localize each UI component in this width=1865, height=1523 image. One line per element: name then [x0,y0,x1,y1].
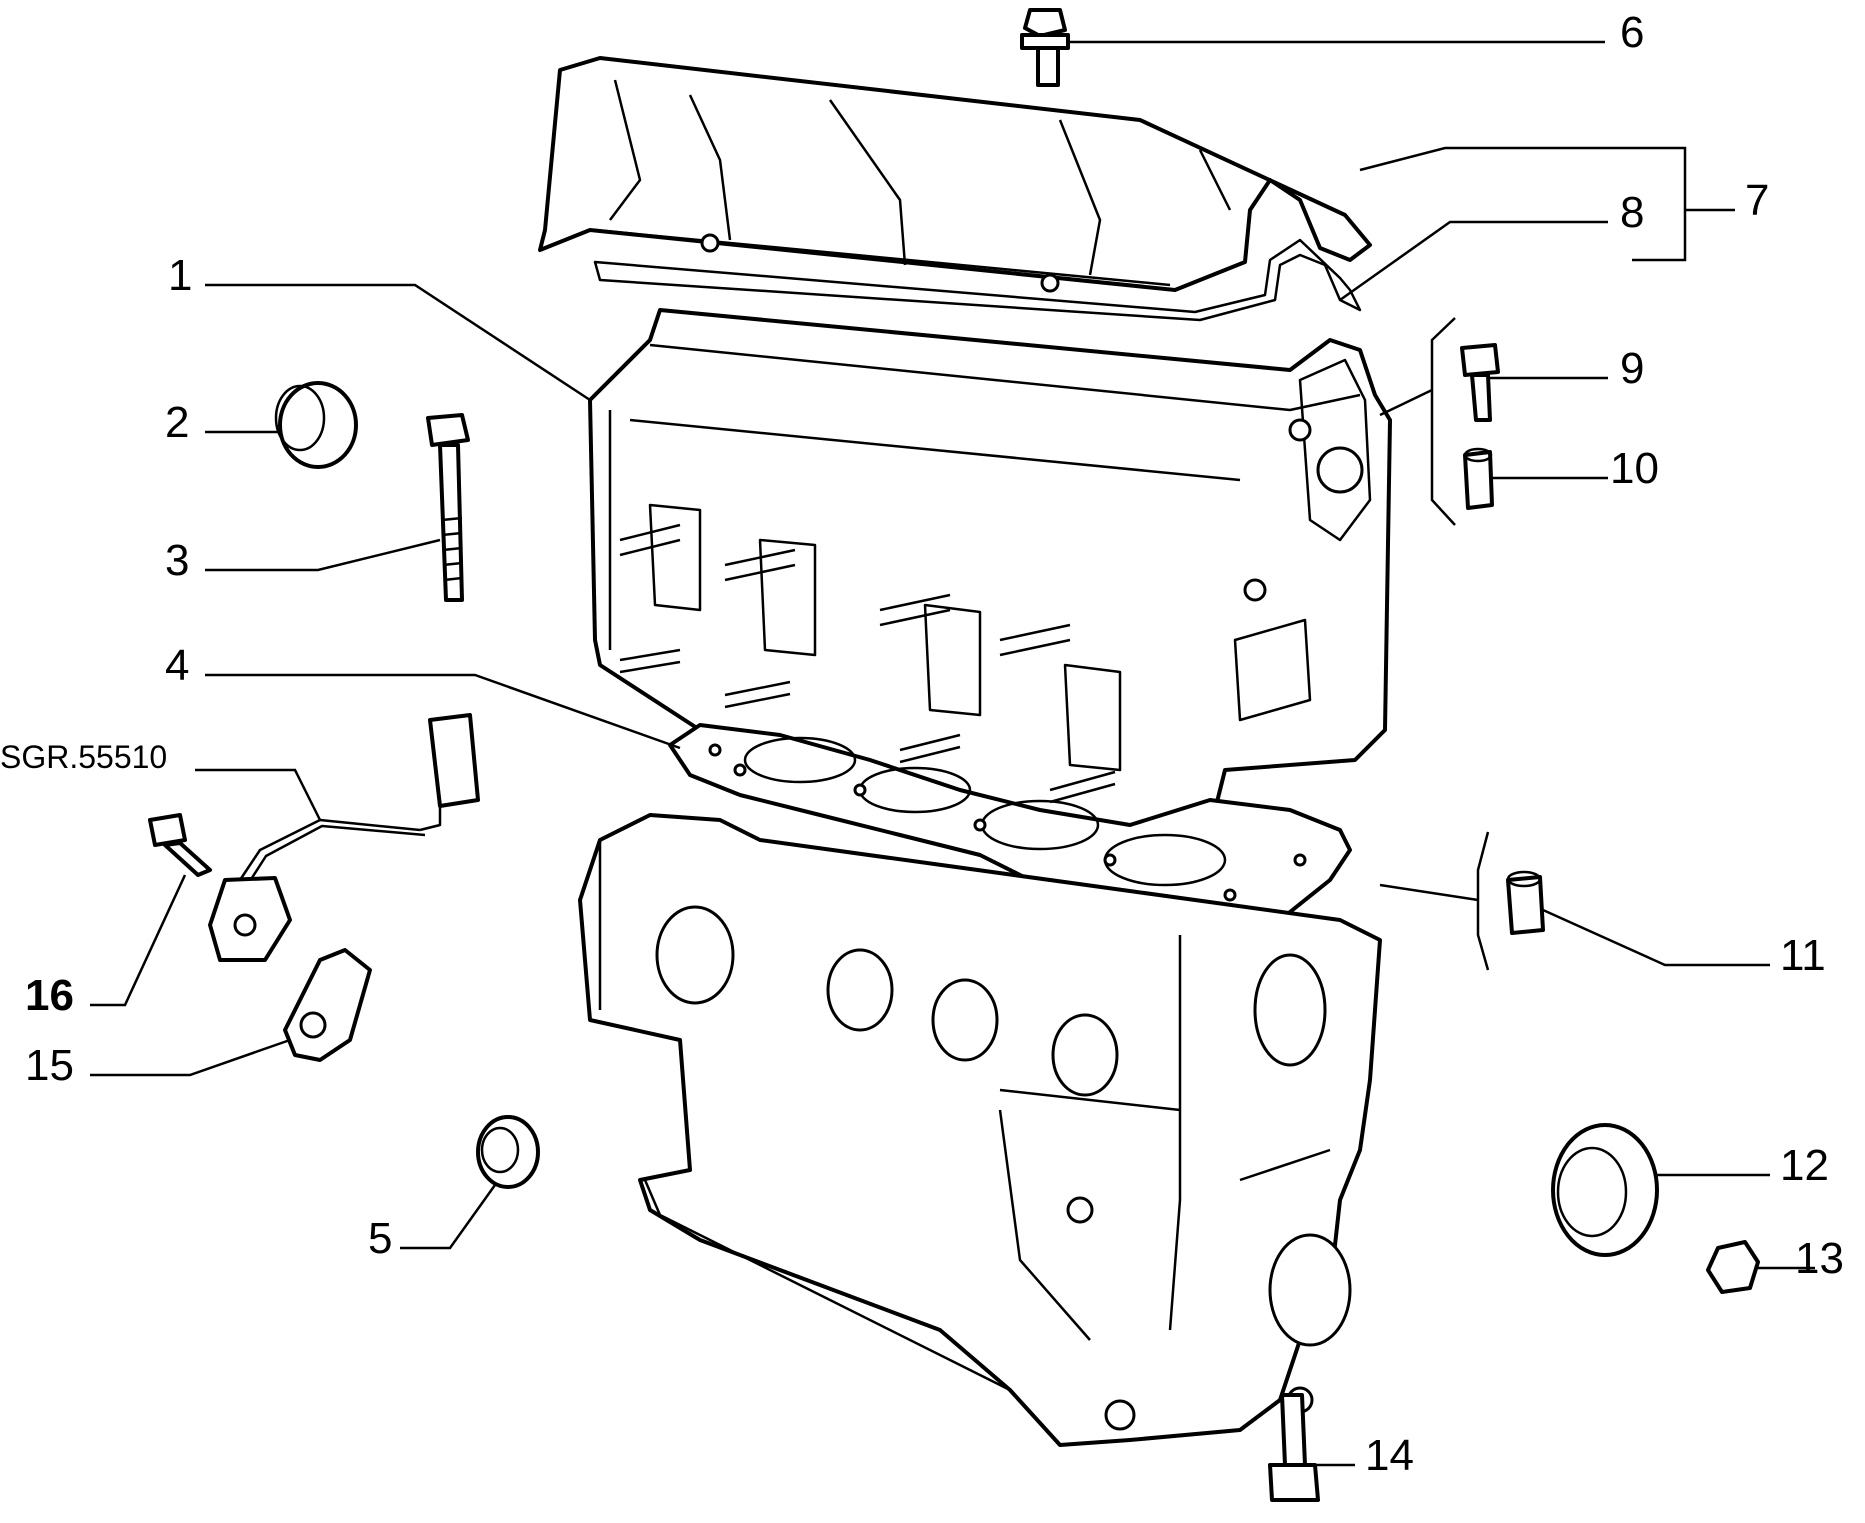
leader-4 [205,673,681,750]
sensor-assembly [208,713,480,962]
callout-4: 4 [165,641,189,690]
callout-9: 9 [1620,344,1644,393]
head-bolt-3 [426,413,470,602]
valve-cover-gasket [593,238,1362,322]
leader-11 [1542,908,1770,967]
dowel-11 [1506,870,1545,935]
cap-2 [274,381,358,469]
callout-14: 14 [1365,1431,1414,1480]
leader-5 [400,1184,497,1250]
leader-bracket-11 [1476,831,1490,971]
valve-cover [538,56,1372,293]
bolt-14 [1268,1393,1320,1502]
leader-lines [90,40,1815,1467]
callout-15: 15 [25,1041,74,1090]
bolt-6 [1020,8,1070,87]
leader-bracket-11-to-block [1379,883,1479,902]
cylinder-head [588,308,1392,847]
engine-block [578,813,1382,1447]
callout-labels: 1 2 3 4 5 6 7 8 9 10 11 12 13 14 15 16 S… [0,8,1844,1480]
seal-12 [1551,1123,1659,1257]
callout-7: 7 [1745,176,1769,225]
leader-3 [205,538,441,572]
plug-13 [1706,1240,1760,1294]
leader-sgr [195,768,322,821]
callout-6: 6 [1620,8,1644,57]
leader-8 [1339,220,1608,302]
leader-bracket-9-10 [1430,317,1456,526]
bolt-16 [148,813,212,877]
dowel-10 [1463,447,1494,510]
callout-13: 13 [1795,1234,1844,1283]
leader-16 [90,874,187,1007]
leader-7a [1359,146,1687,262]
callout-3: 3 [165,536,189,585]
leader-1 [205,283,591,402]
callout-2: 2 [165,398,189,447]
callout-12: 12 [1780,1141,1829,1190]
callout-5: 5 [368,1214,392,1263]
callout-11: 11 [1780,931,1826,980]
cover-15 [283,948,372,1062]
callout-16: 16 [25,971,74,1020]
leader-15 [90,1038,291,1077]
callout-10: 10 [1610,444,1659,493]
callout-8: 8 [1620,188,1644,237]
bolt-9 [1460,343,1500,422]
callout-1: 1 [168,251,192,300]
seal-5 [476,1115,540,1189]
head-gasket [668,723,1352,937]
leader-bracket-9-10-to-head [1379,388,1433,417]
callout-sgr: SGR.55510 [0,739,167,775]
